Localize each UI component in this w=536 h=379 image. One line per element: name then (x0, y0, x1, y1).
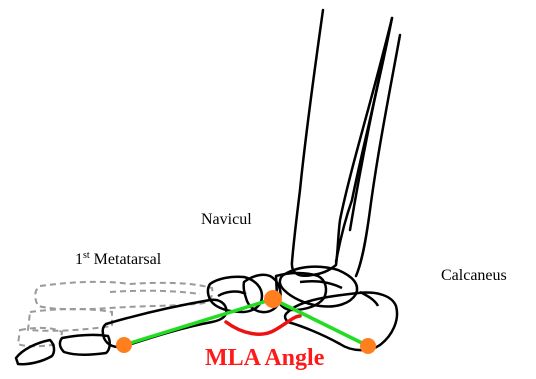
fibula-front-line (350, 55, 384, 230)
metatarsal-name: Metatarsal (94, 251, 162, 268)
navicular-label: Navicul (201, 211, 252, 229)
leg-bones (292, 10, 400, 276)
distal-phalanx (16, 340, 54, 364)
angle-line-metatarsal-to-navicular (124, 299, 273, 345)
cuneiform-small (218, 292, 246, 296)
first-metatarsal-label: 1st Metatarsal (75, 251, 161, 269)
metatarsal-ordinal-suffix: st (83, 250, 90, 261)
calcaneus-point (360, 338, 376, 354)
mla-angle-arc (226, 316, 300, 334)
navicular-point (264, 290, 282, 308)
faded-metatarsal (110, 291, 200, 294)
talus-head-line (300, 281, 342, 288)
calcaneus-label: Calcaneus (441, 267, 507, 285)
first-metatarsal-head-point (116, 337, 132, 353)
mla-angle-label: MLA Angle (205, 345, 324, 372)
metatarsal-ordinal: 1 (75, 251, 83, 268)
faded-toe-bones (18, 282, 212, 346)
proximal-phalanx (60, 335, 110, 355)
